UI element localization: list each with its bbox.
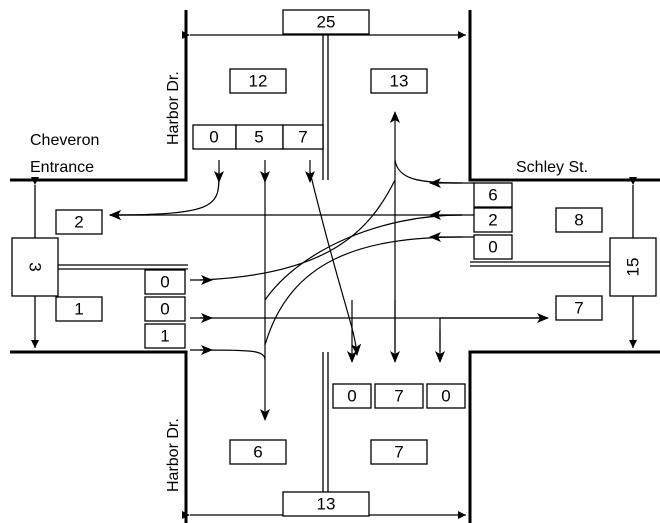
svg-text:0: 0 (160, 300, 169, 319)
street-label-south: Harbor Dr. (165, 418, 182, 492)
svg-text:0: 0 (488, 238, 497, 257)
svg-text:7: 7 (574, 299, 583, 318)
svg-text:7: 7 (394, 387, 403, 406)
svg-text:7: 7 (394, 443, 403, 462)
street-label-east: Schley St. (516, 159, 588, 176)
west-outbound-box: 2 (55, 209, 103, 235)
svg-text:0: 0 (160, 273, 169, 292)
street-label-north: Harbor Dr. (165, 71, 182, 145)
svg-text:7: 7 (298, 128, 307, 147)
svg-text:3: 3 (26, 262, 45, 271)
dimension-lines (31, 31, 637, 519)
svg-text:0: 0 (441, 387, 450, 406)
east-outbound-box: 7 (555, 295, 603, 321)
svg-text:13: 13 (390, 72, 409, 91)
south-outbound-box: 6 (229, 439, 287, 465)
svg-text:12: 12 (249, 72, 268, 91)
svg-text:25: 25 (317, 13, 336, 32)
east-inbound-box: 8 (555, 207, 603, 233)
svg-text:1: 1 (74, 300, 83, 319)
street-label-west-line2: Entrance (30, 159, 94, 176)
svg-text:0: 0 (347, 387, 356, 406)
traffic-flows (109, 111, 549, 421)
svg-text:0: 0 (209, 128, 218, 147)
street-label-west-line1: Cheveron (30, 132, 99, 149)
lane-dividers (55, 26, 610, 509)
east-lane-counts: 6 2 0 (473, 182, 513, 260)
south-inbound-box: 7 (370, 439, 428, 465)
south-lane-counts: 0 7 0 (332, 383, 466, 409)
west-inbound-box: 1 (55, 296, 103, 322)
north-total-box: 25 (282, 9, 370, 35)
svg-text:13: 13 (317, 495, 336, 514)
north-outbound-box: 13 (370, 68, 428, 94)
svg-text:8: 8 (574, 211, 583, 230)
svg-text:15: 15 (624, 258, 643, 277)
west-lane-counts: 0 0 1 (144, 269, 186, 349)
svg-text:5: 5 (254, 128, 263, 147)
road-edges (10, 10, 660, 523)
svg-text:1: 1 (160, 327, 169, 346)
north-lane-counts: 0 5 7 (192, 124, 324, 150)
svg-text:2: 2 (74, 213, 83, 232)
svg-text:6: 6 (488, 186, 497, 205)
west-total-box: 3 (11, 237, 59, 297)
east-total-box: 15 (609, 237, 657, 297)
north-inbound-box: 12 (229, 68, 287, 94)
svg-text:6: 6 (253, 443, 262, 462)
south-total-box: 13 (282, 491, 370, 517)
svg-text:2: 2 (488, 211, 497, 230)
